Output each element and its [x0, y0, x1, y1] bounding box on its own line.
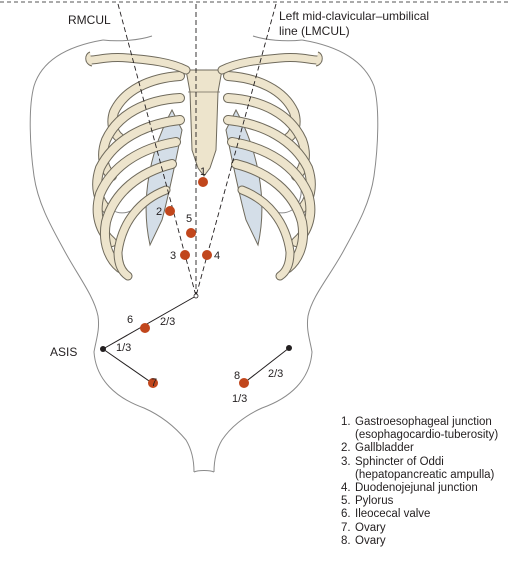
point-8-label: 8 — [234, 370, 241, 382]
legend-text: Duodenojejunal junction — [355, 482, 478, 495]
point-4 — [202, 250, 212, 260]
legend-number: 1. — [341, 416, 351, 428]
point-3-label: 3 — [170, 250, 177, 262]
legend-text: Sphincter of Oddi — [355, 455, 444, 468]
legend-text: Gallbladder — [355, 442, 414, 455]
point-6-label: 6 — [127, 314, 134, 326]
point-2-label: 2 — [156, 206, 163, 218]
legend-number: 8. — [341, 534, 351, 547]
point-2 — [165, 206, 175, 216]
legend-item: 4. Duodenojejunal junction — [341, 482, 498, 495]
legend-item: 7. Ovary — [341, 522, 498, 535]
lmcul-line — [195, 3, 277, 297]
lmcul-label-line1: Left mid-clavicular–umbilical — [279, 9, 430, 23]
point-8 — [239, 378, 249, 388]
legend-text: Ovary — [355, 521, 386, 534]
rmcul-label: RMCUL — [68, 13, 111, 27]
legend-item: 3. Sphincter of Oddi(hepatopancreatic amp… — [341, 456, 498, 482]
rib-cage — [92, 69, 316, 281]
right-asis-umbilicus-line — [102, 295, 197, 350]
ratio-left-two-thirds: 2/3 — [268, 368, 284, 380]
legend-text: Ileocecal valve — [355, 508, 431, 521]
sternum — [185, 69, 223, 177]
right-asis-dot — [100, 346, 106, 352]
legend-item: 8. Ovary — [341, 535, 498, 548]
legend-item: 6. Ileocecal valve — [341, 508, 498, 521]
asis-lines — [102, 295, 290, 384]
rmcul-line — [117, 3, 197, 297]
left-asis-dot — [286, 345, 292, 351]
point-7 — [148, 378, 158, 388]
asis-label: ASIS — [50, 345, 78, 359]
left-asis-ovary-line — [243, 347, 290, 384]
legend-text: (esophagocardio-tuberosity) — [355, 429, 499, 442]
legend-number: 3. — [341, 455, 351, 468]
legend-number: 7. — [341, 521, 351, 534]
legend-item: 2. Gallbladder — [341, 442, 498, 455]
ratio-left-one-third: 1/3 — [232, 393, 248, 405]
umbilicus — [193, 293, 199, 299]
right-asis-ovary-line — [102, 348, 153, 384]
legend-list: 1. Gastroesophageal junction(esophagocard… — [341, 416, 498, 548]
legend-text: (hepatopancreatic ampulla) — [355, 468, 495, 481]
legend-text: Pylorus — [355, 495, 394, 508]
point-7-label: 7 — [151, 377, 158, 389]
point-5 — [186, 228, 196, 238]
point-1 — [198, 177, 208, 187]
landmark-points — [140, 177, 249, 388]
guide-lines — [117, 3, 277, 297]
legend-number: 6. — [341, 508, 351, 521]
legend-item: 5. Pylorus — [341, 495, 498, 508]
point-5-label: 5 — [186, 213, 193, 225]
legend-number: 5. — [341, 495, 351, 508]
ratio-right-two-thirds: 2/3 — [160, 316, 176, 328]
legend-item: 1. Gastroesophageal junction(esophagocard… — [341, 416, 498, 442]
point-6 — [140, 323, 150, 333]
legend-number: 2. — [341, 442, 351, 455]
legend-text: Gastroesophageal junction — [355, 416, 492, 428]
point-4-label: 4 — [214, 250, 221, 262]
ratio-right-one-third: 1/3 — [116, 342, 132, 354]
legend-text: Ovary — [355, 534, 386, 547]
point-3 — [180, 250, 190, 260]
point-1-label: 1 — [200, 166, 207, 178]
clavicles — [85, 51, 323, 75]
legend-number: 4. — [341, 482, 351, 495]
lmcul-label-line2: line (LMCUL) — [279, 24, 350, 38]
